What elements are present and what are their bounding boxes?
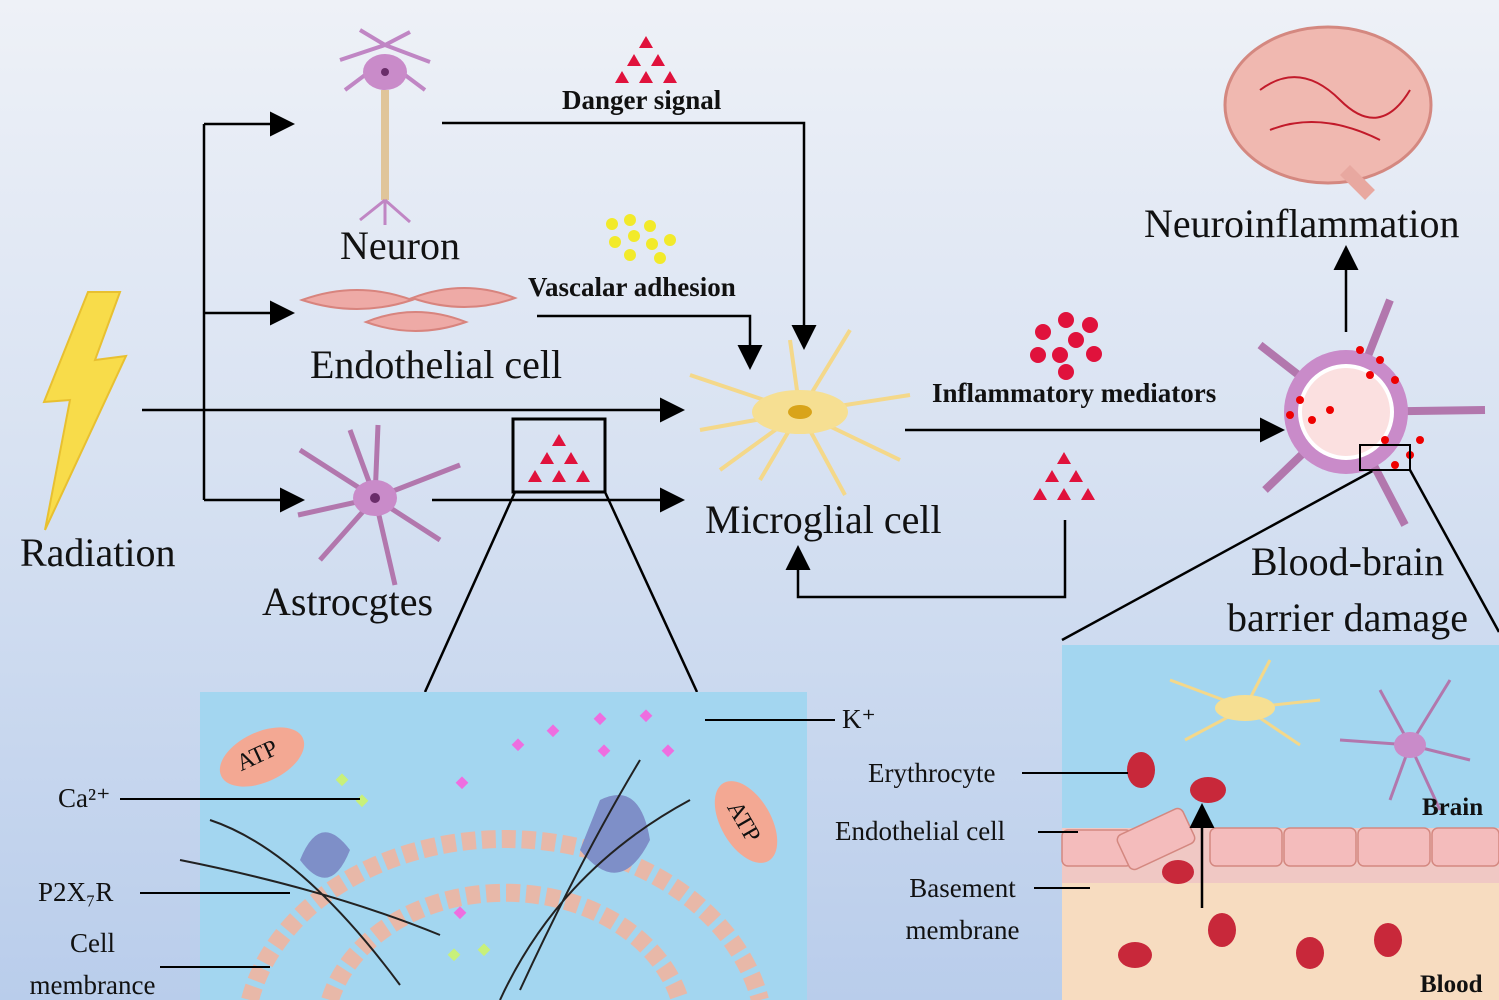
p2x7r-label: P2X₇R	[38, 877, 114, 907]
bbb-endothelial-cell-label: Endothelial cell	[835, 816, 1006, 846]
brain-label: Brain	[1422, 794, 1484, 821]
calcium-label: Ca²⁺	[58, 783, 111, 813]
basement-membrane-label-line2: membrane	[905, 915, 1020, 945]
endothelial-cells-illustration	[298, 287, 518, 332]
radiation-arrows	[142, 111, 1499, 693]
blood-vessel-illustration	[1257, 298, 1486, 527]
cell-membrane-label-line1: Cell	[70, 928, 115, 958]
microglial-cell-illustration	[689, 328, 911, 496]
neuron-label: Neuron	[340, 223, 460, 268]
erythrocyte-label: Erythrocyte	[868, 758, 996, 788]
endothelial-cell-label: Endothelial cell	[310, 342, 563, 387]
k-plus-label: K⁺	[842, 704, 876, 734]
feedback-triangles	[1033, 452, 1095, 500]
atp-triangles	[528, 434, 590, 482]
bbb-damage-label-line2: barrier damage	[1227, 595, 1468, 640]
neuroinflammation-label: Neuroinflammation	[1144, 201, 1460, 246]
brain-illustration	[1223, 25, 1433, 200]
astrocytes-label: Astrocgtes	[262, 579, 434, 624]
cell-membrane-label-line2: membrance	[29, 970, 156, 1000]
danger-signal-icon	[615, 36, 677, 83]
lightning-icon	[42, 291, 128, 531]
basement-membrane-label-line1: Basement	[909, 873, 1016, 903]
neuron-illustration	[339, 28, 431, 225]
microglial-cell-label: Microglial cell	[705, 497, 942, 542]
atp-zoom-box	[511, 417, 607, 494]
membrane-leaders	[120, 719, 835, 968]
bbb-panel	[1022, 645, 1499, 1000]
astrocyte-illustration	[297, 424, 461, 586]
radiation-label: Radiation	[20, 530, 176, 575]
danger-signal-label: Danger signal	[562, 85, 722, 115]
inflammatory-mediators-icon	[1030, 312, 1102, 380]
inflammatory-mediators-label: Inflammatory mediators	[932, 378, 1217, 408]
bbb-damage-label-line1: Blood-brain	[1250, 539, 1445, 584]
blood-label: Blood	[1420, 971, 1483, 998]
vascular-adhesion-icon	[606, 214, 676, 264]
vascular-adhesion-label: Vascalar adhesion	[528, 272, 736, 302]
membrane-panel	[179, 692, 807, 1000]
